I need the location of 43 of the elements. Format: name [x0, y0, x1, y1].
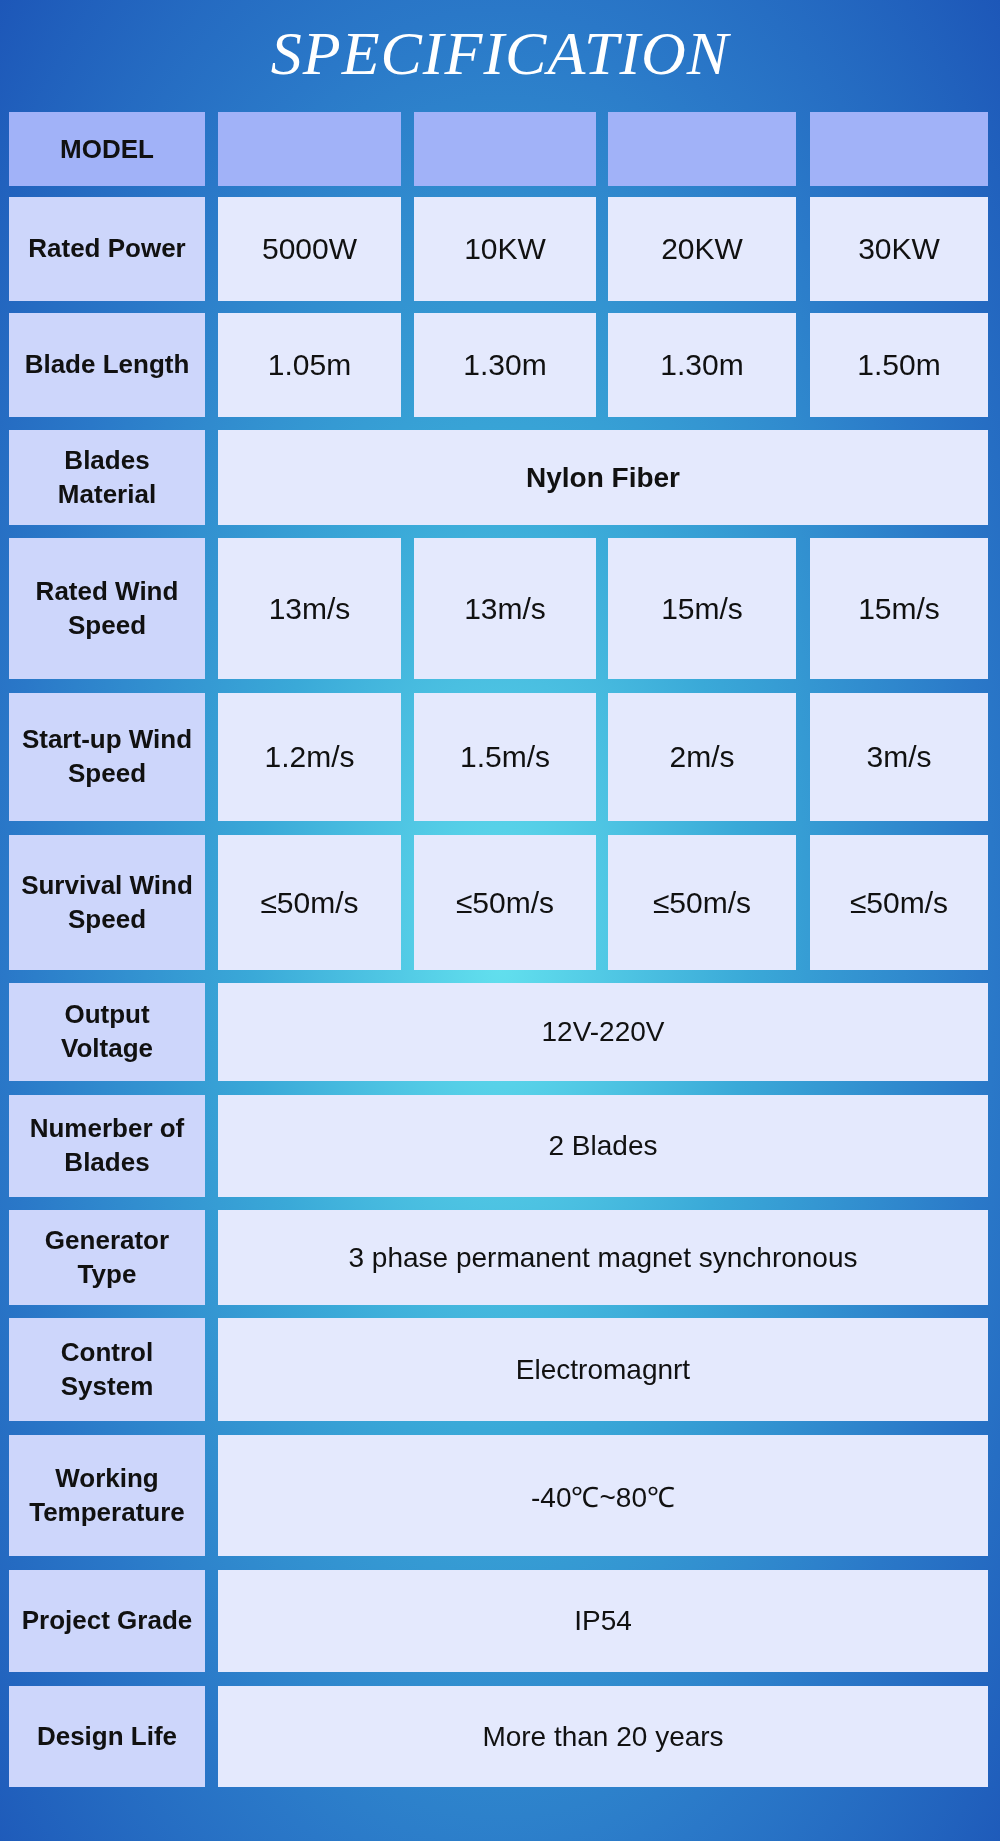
row-label-cell: Generator Type — [9, 1210, 205, 1305]
value-cell: 3m/s — [810, 693, 988, 821]
value-cell: 1.30m — [608, 313, 796, 417]
value-cell: ≤50m/s — [608, 835, 796, 970]
value-cell: ≤50m/s — [414, 835, 596, 970]
row-label-cell: Rated Power — [9, 197, 205, 301]
value-cell: 1.50m — [810, 313, 988, 417]
value-cell: 10KW — [414, 197, 596, 301]
row-label-cell: Working Temperature — [9, 1435, 205, 1556]
value-cell: Electromagnrt — [218, 1318, 988, 1421]
value-cell: More than 20 years — [218, 1686, 988, 1787]
row-label-cell: Control System — [9, 1318, 205, 1421]
header-cell: MODEL — [9, 112, 205, 186]
value-cell: 30KW — [810, 197, 988, 301]
row-label-cell: Project Grade — [9, 1570, 205, 1672]
row-label-cell: Output Voltage — [9, 983, 205, 1081]
row-label-cell: Design Life — [9, 1686, 205, 1787]
row-label-cell: Numerber of Blades — [9, 1095, 205, 1197]
value-cell: 13m/s — [218, 538, 401, 679]
value-cell: -40℃~80℃ — [218, 1435, 988, 1556]
page-title: SPECIFICATION — [269, 18, 732, 89]
value-cell: 1.30m — [414, 313, 596, 417]
value-cell: 20KW — [608, 197, 796, 301]
value-cell: 2 Blades — [218, 1095, 988, 1197]
value-cell: Nylon Fiber — [218, 430, 988, 525]
value-cell: 1.2m/s — [218, 693, 401, 821]
value-cell: 12V-220V — [218, 983, 988, 1081]
value-cell: ≤50m/s — [810, 835, 988, 970]
value-cell: 1.05m — [218, 313, 401, 417]
value-cell: 3 phase permanent magnet synchronous — [218, 1210, 988, 1305]
row-label-cell: Survival Wind Speed — [9, 835, 205, 970]
value-cell: 15m/s — [810, 538, 988, 679]
row-label-cell: Start-up Wind Speed — [9, 693, 205, 821]
row-label-cell: Blade Length — [9, 313, 205, 417]
value-cell: ≤50m/s — [218, 835, 401, 970]
value-cell: IP54 — [218, 1570, 988, 1672]
row-label-cell: Rated Wind Speed — [9, 538, 205, 679]
value-cell: 2m/s — [608, 693, 796, 821]
value-cell: 13m/s — [414, 538, 596, 679]
value-cell: 1.5m/s — [414, 693, 596, 821]
row-label-cell: Blades Material — [9, 430, 205, 525]
value-cell: 5000W — [218, 197, 401, 301]
value-cell: 15m/s — [608, 538, 796, 679]
